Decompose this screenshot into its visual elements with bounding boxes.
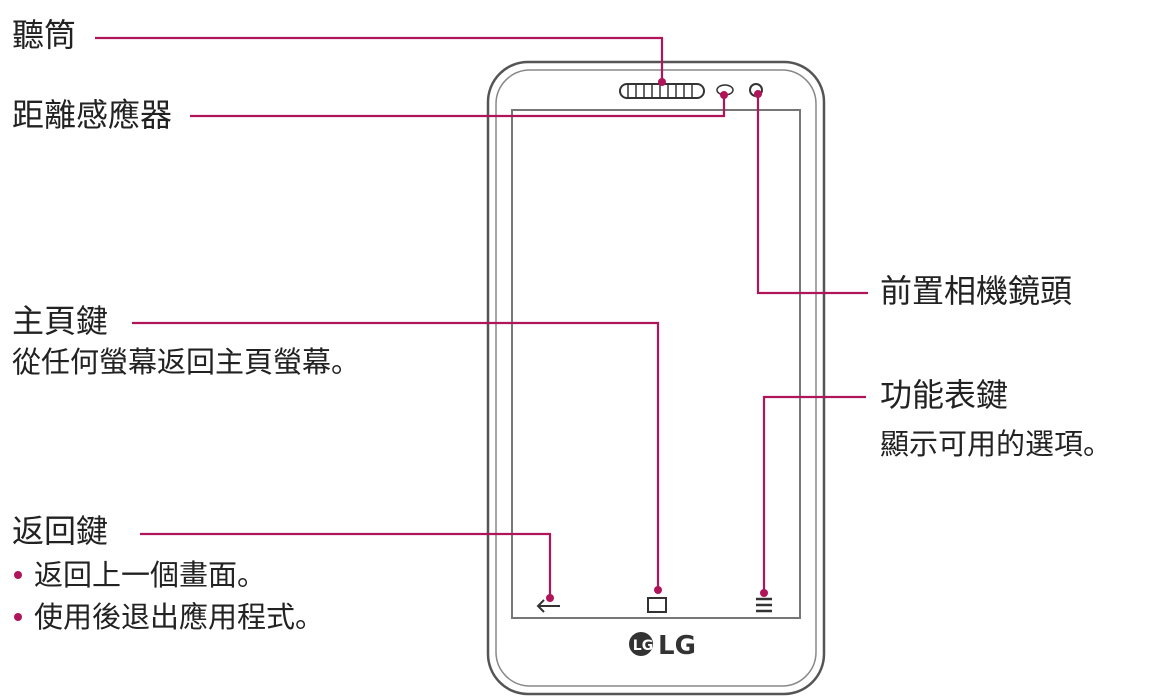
back-key-icon xyxy=(536,599,560,613)
front-camera-leader xyxy=(756,96,868,295)
back-key-bullets: 返回上一個畫面。 使用後退出應用程式。 xyxy=(12,554,324,638)
leader-dots xyxy=(546,78,768,602)
back-key-bullet-1: 返回上一個畫面。 xyxy=(12,554,324,596)
front-camera-label: 前置相機鏡頭 xyxy=(880,272,1073,310)
home-key-leader xyxy=(132,321,660,590)
menu-key-leader xyxy=(762,395,866,593)
back-key-bullet-2: 使用後退出應用程式。 xyxy=(12,596,324,638)
phone-body-outer xyxy=(486,60,826,696)
menu-key-description: 顯示可用的選項。 xyxy=(880,427,1113,461)
home-key-label: 主頁鍵 xyxy=(12,302,109,340)
svg-text:LG: LG xyxy=(658,631,696,661)
svg-text:LG: LG xyxy=(633,638,653,654)
leader-lines xyxy=(95,36,868,598)
home-key-description: 從任何螢幕返回主頁螢幕。 xyxy=(12,345,361,379)
earpiece-leader xyxy=(95,36,664,82)
back-key-label: 返回鍵 xyxy=(12,512,109,550)
lg-logo: LG LG xyxy=(629,631,696,661)
proximity-sensor-label: 距離感應器 xyxy=(12,96,173,134)
earpiece-grille xyxy=(619,83,705,99)
proximity-sensor-leader xyxy=(190,95,726,118)
phone-screen xyxy=(511,109,801,619)
earpiece-label: 聽筒 xyxy=(12,16,77,54)
phone-body-inner xyxy=(495,69,817,687)
home-key-icon xyxy=(647,597,667,613)
menu-key-label: 功能表鍵 xyxy=(880,376,1009,414)
back-key-leader xyxy=(140,532,552,598)
menu-key-icon xyxy=(756,597,772,613)
